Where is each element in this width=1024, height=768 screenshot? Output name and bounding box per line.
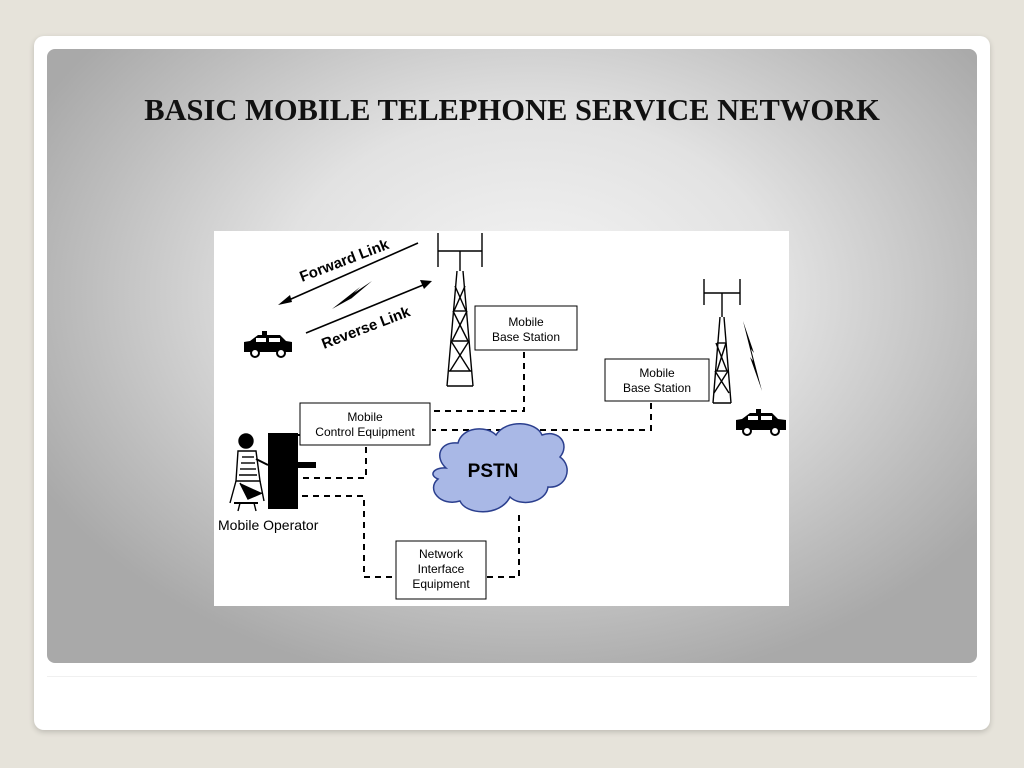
control-equipment-box [299, 402, 431, 446]
network-diagram: Forward Link Reverse Link [214, 231, 789, 606]
operator-label: Mobile Operator [218, 517, 319, 533]
operator-console-icon [268, 433, 316, 509]
base-station-label-1a: Mobile [508, 315, 544, 329]
base-station-label-2b: Base Station [623, 381, 691, 395]
network-interface-box [395, 540, 487, 600]
forward-link-arrow [278, 242, 419, 305]
pstn-label: PSTN [468, 461, 519, 482]
base-station-box-2 [604, 358, 710, 402]
link-nie-to-pstn [487, 511, 520, 578]
base-station-box [474, 305, 578, 351]
cloud-icon [432, 423, 568, 513]
lightning-icon [332, 281, 372, 309]
link-bs1-to-control [432, 352, 525, 412]
slide-title: BASIC MOBILE TELEPHONE SERVICE NETWORK [144, 93, 880, 127]
slide-panel: BASIC MOBILE TELEPHONE SERVICE NETWORK F… [47, 49, 977, 663]
car-icon [244, 331, 292, 358]
car-icon-2 [736, 409, 786, 436]
antenna-tower-icon-2 [703, 279, 741, 404]
reverse-link-arrow [305, 280, 432, 334]
reverse-link-label: Reverse Link [319, 303, 413, 353]
control-equipment-label-b: Control Equipment [315, 425, 415, 439]
network-interface-label-a: Network [419, 547, 464, 561]
base-station-label-2a: Mobile [639, 366, 675, 380]
slide-footer-bar [47, 676, 977, 719]
control-equipment-label-a: Mobile [347, 410, 383, 424]
link-operator-to-nie [302, 495, 394, 578]
link-bs2-to-control [432, 403, 652, 431]
slide-frame: BASIC MOBILE TELEPHONE SERVICE NETWORK F… [34, 36, 990, 730]
network-interface-label-b: Interface [418, 562, 465, 576]
lightning-icon-2 [743, 321, 762, 391]
network-interface-label-c: Equipment [412, 577, 470, 591]
operator-icon [229, 433, 269, 512]
base-station-label-1b: Base Station [492, 330, 560, 344]
antenna-tower-icon [437, 233, 483, 387]
